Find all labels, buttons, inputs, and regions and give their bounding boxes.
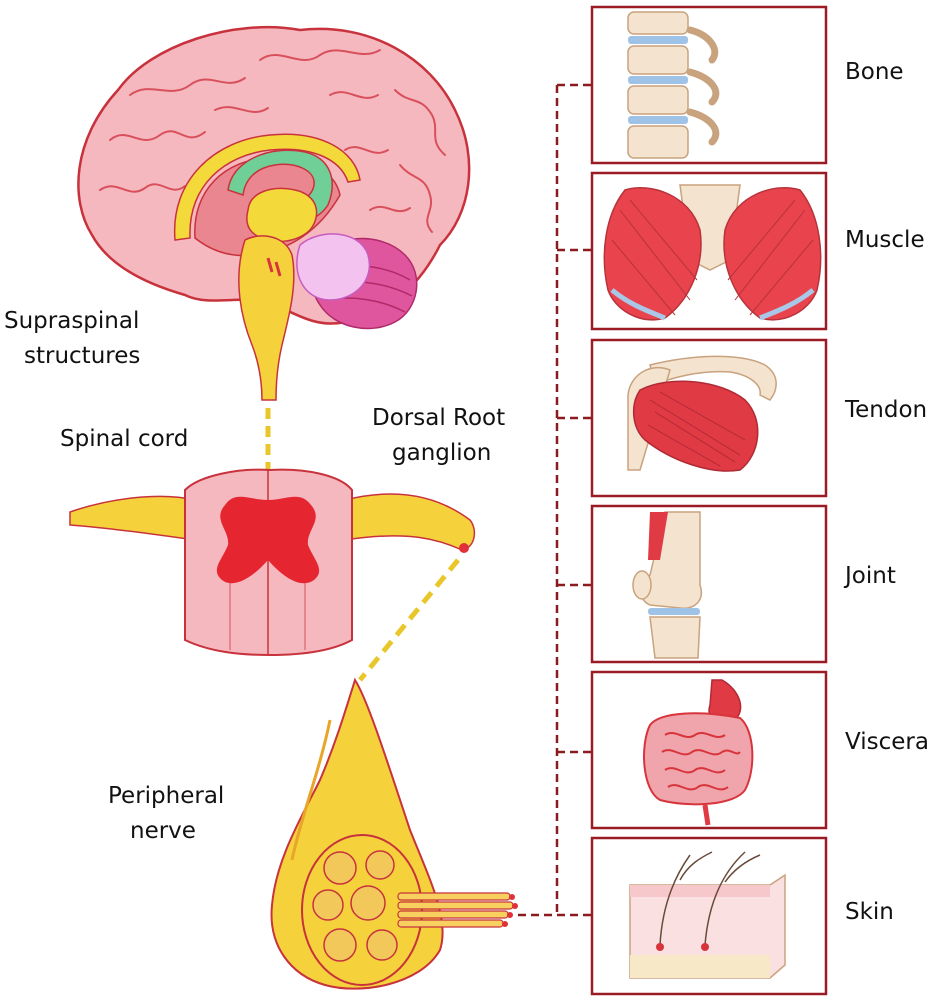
- gluteal-muscles-illustration: [603, 184, 822, 321]
- tissue-panel-viscera: [590, 670, 828, 830]
- shoulder-tendon-illustration: [627, 355, 777, 472]
- knee-joint-illustration: [632, 511, 702, 659]
- label-peripheral-line2: nerve: [130, 818, 196, 844]
- label-tissue-bone: Bone: [845, 59, 904, 85]
- label-dorsal-root-line2: ganglion: [392, 440, 492, 466]
- brainstem-mark: [266, 257, 282, 277]
- tissue-panel-skin: [590, 836, 828, 996]
- label-spinal-cord: Spinal cord: [60, 426, 189, 452]
- label-tissue-tendon: Tendon: [845, 397, 928, 423]
- label-peripheral-line1: Peripheral: [108, 783, 225, 809]
- brain-illustration: [77, 25, 471, 401]
- spinal-grey-matter: [216, 496, 320, 584]
- cord-to-nerve-dashed-link: [358, 558, 460, 682]
- peripheral-nerve-illustration: [270, 677, 518, 990]
- label-tissue-muscle: Muscle: [845, 227, 925, 253]
- skin-section-illustration: [629, 851, 786, 979]
- spinal-nerve-left: [69, 495, 196, 541]
- label-tissue-skin: Skin: [845, 899, 894, 925]
- spinal-cord-illustration: [69, 468, 476, 657]
- tissue-panel-muscle: [590, 171, 828, 331]
- spinal-nerve-right: [344, 493, 476, 551]
- intestines-illustration: [643, 679, 754, 826]
- vertebrae-illustration: [627, 11, 720, 159]
- brain-cingulate: [173, 133, 361, 241]
- label-supraspinal-line2: structures: [24, 343, 141, 369]
- brain-pons-lobe: [296, 233, 371, 301]
- tissue-panel-bone: [590, 5, 828, 165]
- label-tissue-viscera: Viscera: [845, 729, 929, 755]
- label-tissue-joint: Joint: [845, 563, 896, 589]
- brainstem: [238, 235, 295, 401]
- tissue-panel-joint: [590, 504, 828, 664]
- tissue-panel-tendon: [590, 338, 828, 498]
- brain-thalamus: [246, 187, 318, 243]
- nerve-end-red: [459, 543, 469, 553]
- label-supraspinal-line1: Supraspinal: [4, 308, 140, 334]
- label-dorsal-root-line1: Dorsal Root: [372, 405, 506, 431]
- tissue-connectors: [518, 83, 592, 917]
